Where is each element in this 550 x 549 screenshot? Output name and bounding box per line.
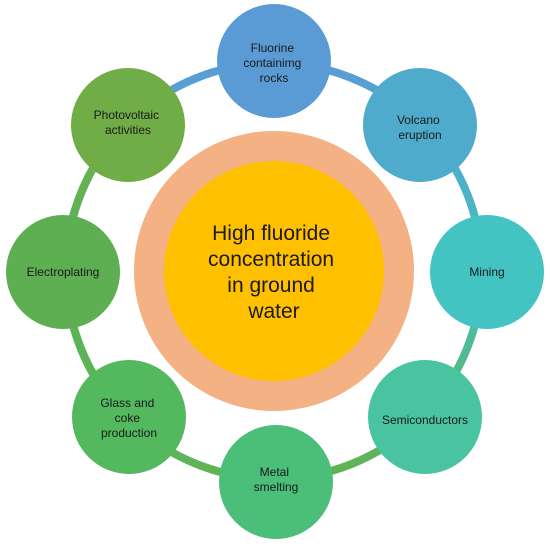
node-photovoltaic: Photovoltaic activities <box>71 68 185 182</box>
svg-text:Fluorine containimg: Fluorine containimg rocks <box>243 41 304 85</box>
svg-text:Photovoltaic activities: Photovoltaic activities <box>94 108 163 137</box>
node-glass-coke: Glass and coke production <box>72 360 186 474</box>
center-label: High fluoride concentration in ground wa… <box>208 222 340 323</box>
svg-text:Volcano eruption: Volcano eruption <box>397 113 443 142</box>
node-electroplating: Electroplating <box>6 215 120 329</box>
node-fluorine-rocks: Fluorine containimg rocks <box>217 4 331 118</box>
svg-text:Mining: Mining <box>469 265 504 279</box>
svg-text:Semiconductors: Semiconductors <box>382 413 468 427</box>
node-mining: Mining <box>430 215 544 329</box>
svg-text:Glass and coke pro: Glass and coke production <box>100 396 157 440</box>
svg-text:Electroplating: Electroplating <box>27 265 100 279</box>
svg-text:Metal smelting: Metal smelting <box>254 465 299 494</box>
center-core <box>164 161 384 381</box>
node-metal-smelting: Metal smelting <box>219 425 333 539</box>
node-semiconductors: Semiconductors <box>368 360 482 474</box>
node-volcano-eruption: Volcano eruption <box>363 68 477 182</box>
